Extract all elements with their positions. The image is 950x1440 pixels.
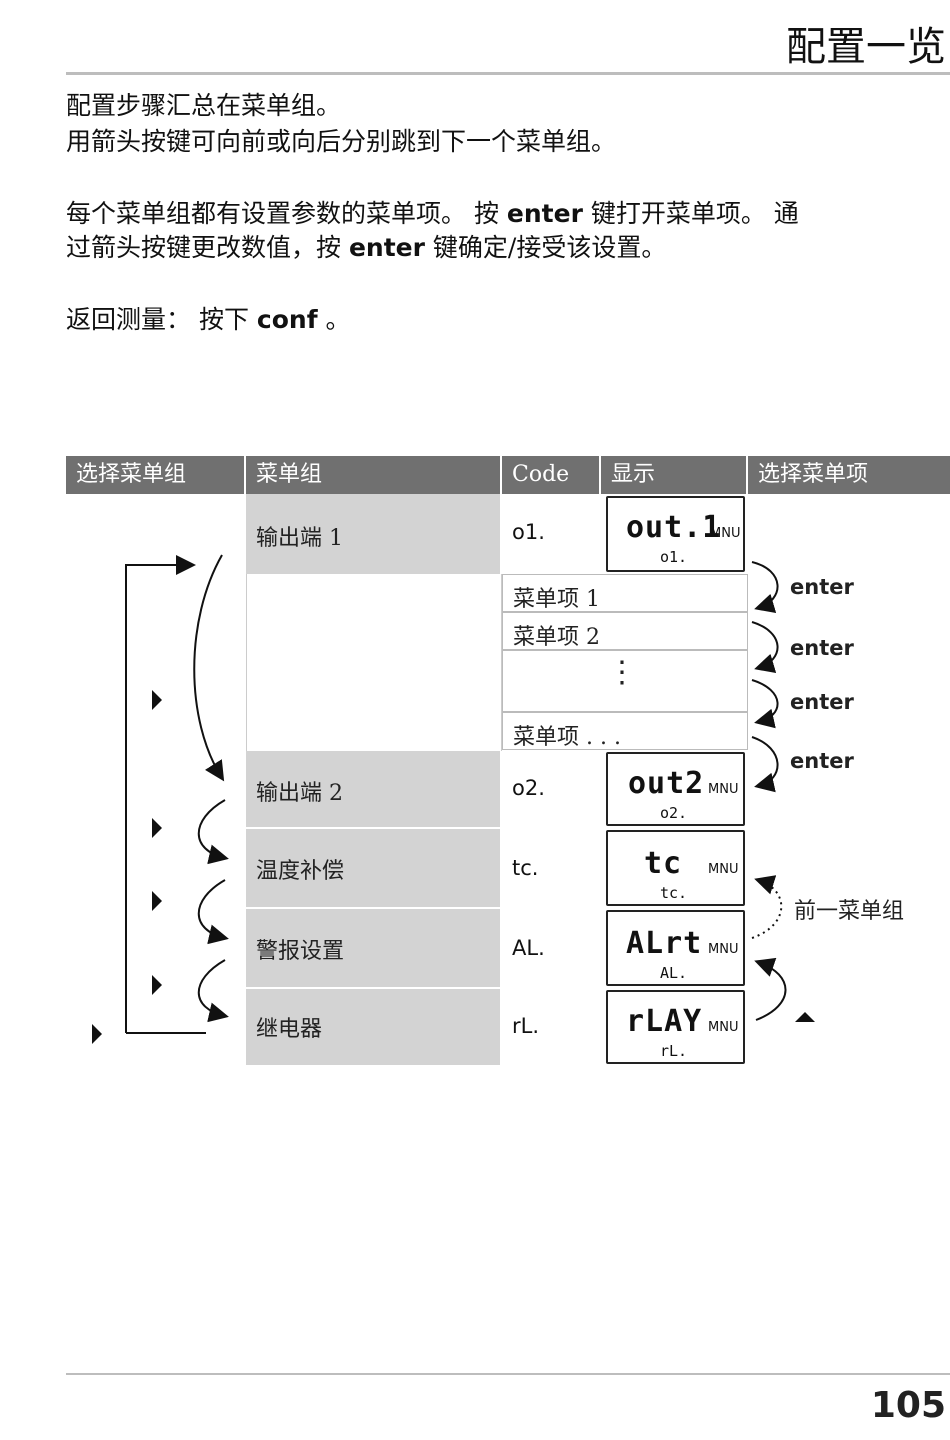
- previous-group-label: 前一菜单组: [794, 899, 905, 924]
- intro-line-3: 每个菜单组都有设置参数的菜单项。 按 enter 键打开菜单项。 通: [66, 199, 799, 228]
- group-code: rL.: [512, 1014, 540, 1038]
- enter-arrow: [751, 621, 779, 674]
- lcd-mnu-label: MNU: [708, 1020, 739, 1035]
- loop-bracket-line: [125, 555, 196, 1033]
- intro-line-5: 返回测量： 按下 conf 。: [66, 305, 351, 334]
- menu-item-row: 菜单项 . . .: [502, 712, 748, 750]
- lcd-mnu-label: MNU: [708, 862, 739, 877]
- group-code: AL.: [512, 936, 545, 960]
- menu-item-label: 菜单项 . . .: [513, 725, 621, 750]
- right-triangle-icon: [92, 1024, 102, 1044]
- lcd-main-text: out2: [628, 766, 705, 801]
- enter-arrow: [751, 561, 779, 614]
- intro-line-4: 过箭头按键更改数值，按 enter 键确定/接受该设置。: [66, 233, 667, 262]
- group-row-temp-comp: 温度补偿: [246, 829, 500, 907]
- right-triangle-icon: [152, 891, 162, 911]
- header-code: Code: [502, 456, 599, 494]
- lcd-display-relay: rLAY MNU rL.: [606, 990, 745, 1064]
- lcd-mnu-label: MNU: [710, 526, 741, 541]
- enter-label: enter: [790, 636, 854, 660]
- group-code: o2.: [512, 776, 545, 800]
- lcd-sub-text: AL.: [660, 964, 688, 982]
- lcd-sub-text: o2.: [660, 804, 688, 822]
- header-menu-group: 菜单组: [246, 456, 500, 494]
- up-triangle-icon: [795, 1012, 815, 1022]
- arrow-group3-to-group4: [197, 879, 229, 945]
- group-name: 继电器: [256, 1017, 323, 1042]
- group-name: 输出端 2: [256, 781, 343, 806]
- group-code: o1.: [512, 520, 545, 544]
- header-display: 显示: [601, 456, 746, 494]
- menu-item-label: 菜单项 2: [513, 625, 600, 650]
- enter-label: enter: [790, 575, 854, 599]
- right-triangle-icon: [152, 818, 162, 838]
- lcd-display-output1: out.1 MNU o1.: [606, 496, 745, 572]
- footer-rule: [66, 1373, 950, 1375]
- header-select-item: 选择菜单项: [748, 456, 950, 494]
- vertical-ellipsis: ⋮: [607, 655, 637, 690]
- lcd-sub-text: o1.: [660, 548, 688, 566]
- prev-group-arrow: [754, 957, 787, 1021]
- right-triangle-icon: [152, 690, 162, 710]
- intro-line-2: 用箭头按键可向前或向后分别跳到下一个菜单组。: [66, 127, 617, 156]
- page-number: 105: [870, 1385, 946, 1426]
- lcd-main-text: out.1: [626, 510, 722, 545]
- group-name: 警报设置: [256, 939, 345, 964]
- lcd-main-text: tc: [644, 846, 683, 881]
- group-row-alarm: 警报设置: [246, 909, 500, 987]
- group-row-relay: 继电器: [246, 989, 500, 1065]
- enter-arrow: [751, 736, 779, 793]
- group-row-output2: 输出端 2: [246, 751, 500, 827]
- menu-item-row: 菜单项 2: [502, 612, 748, 650]
- lcd-main-text: rLAY: [626, 1004, 703, 1039]
- lcd-display-output2: out2 MNU o2.: [606, 752, 745, 826]
- arrow-group4-to-group5: [197, 959, 229, 1023]
- header-rule: [66, 72, 950, 75]
- group-name: 输出端 1: [256, 526, 343, 551]
- menu-item-label: 菜单项 1: [513, 587, 600, 612]
- lcd-display-alarm: ALrt MNU AL.: [606, 910, 745, 986]
- enter-label: enter: [790, 749, 854, 773]
- intro-line-1: 配置步骤汇总在菜单组。: [66, 91, 342, 120]
- header-select-group: 选择菜单组: [66, 456, 244, 494]
- enter-label: enter: [790, 690, 854, 714]
- lcd-display-temp-comp: tc MNU tc.: [606, 830, 745, 906]
- prev-group-dotted-arrow: [751, 875, 783, 939]
- lcd-mnu-label: MNU: [708, 942, 739, 957]
- group-code: tc.: [512, 856, 539, 880]
- arrow-group2-to-group3: [197, 799, 229, 865]
- menu-item-row: 菜单项 1: [502, 574, 748, 612]
- right-triangle-icon: [152, 975, 162, 995]
- group-items-area: [246, 574, 502, 751]
- group-name: 温度补偿: [256, 859, 345, 884]
- arrow-group1-to-group2: [193, 554, 225, 782]
- menu-item-row: ⋮: [502, 650, 748, 712]
- page-title: 配置一览: [786, 24, 946, 70]
- lcd-main-text: ALrt: [626, 926, 703, 961]
- group-row-output1: 输出端 1: [246, 494, 500, 574]
- lcd-mnu-label: MNU: [708, 782, 739, 797]
- enter-arrow: [751, 679, 779, 729]
- lcd-sub-text: rL.: [660, 1042, 688, 1060]
- lcd-sub-text: tc.: [660, 884, 688, 902]
